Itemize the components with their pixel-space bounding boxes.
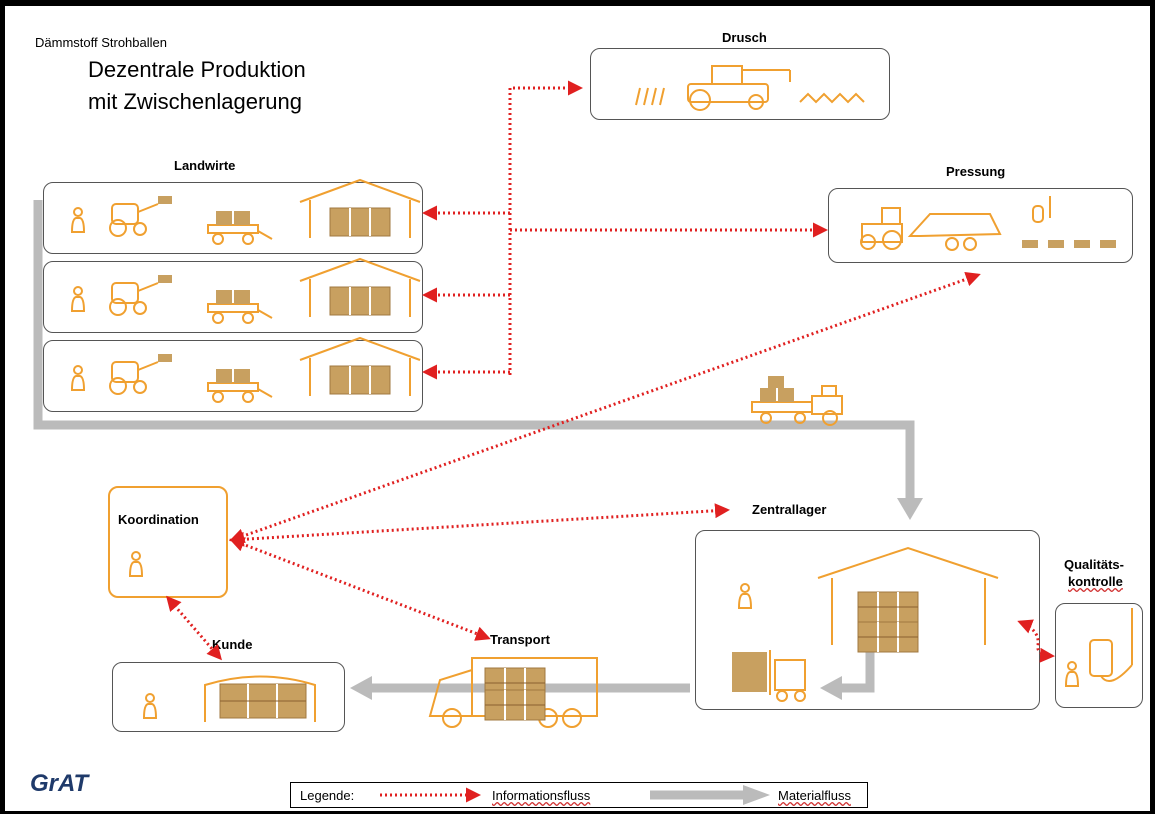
farmer-icon [71,207,85,233]
drusch-label: Drusch [722,30,767,45]
qualitaet-label-2: kontrolle [1068,574,1123,589]
barn-icon [299,337,421,397]
tractor-loader-icon [109,195,173,237]
farmer-icon [71,365,85,391]
warehouse-worker-icon [738,583,752,609]
title-line-1: Dezentrale Produktion [88,57,306,82]
legend-title: Legende: [300,788,355,803]
grain-icon [635,87,665,106]
qualitaet-label-1: Qualitäts- [1064,557,1124,572]
slide-subtitle: Dämmstoff Strohballen [35,35,167,50]
legend-box [290,782,868,808]
barn-icon [299,258,421,318]
baler-tractor-icon [860,207,1002,251]
truck-on-route-icon [751,376,843,426]
pressung-label: Pressung [946,164,1006,179]
material-flow-lines [33,200,915,693]
inspector-icon [1065,661,1079,687]
drusch-box [590,48,890,120]
title-line-2: mit Zwischenlagerung [88,89,302,114]
kunde-label: Kunde [212,637,253,652]
customer-building-icon [204,675,316,722]
legend-material-label: Materialfluss [778,788,851,803]
farmer-icon [71,286,85,312]
customer-icon [143,693,157,719]
tractor-loader-icon [109,274,173,316]
landwirt-row-1 [71,179,421,245]
landwirte-label: Landwirte [174,158,236,173]
pressung-box [828,188,1133,263]
forklift-icon [732,650,806,702]
legend-material-arrow [650,785,770,805]
koordination-label: Koordination [118,512,199,527]
landwirt-row-2 [71,258,421,324]
trailer-icon [207,210,273,245]
combine-harvester-icon [687,65,791,111]
measuring-device-icon [1089,608,1133,683]
grat-logo: GrAT [30,770,89,797]
truck-bales-icon [484,667,546,721]
trailer-icon [207,368,273,403]
moisture-probe-icon [1032,196,1051,223]
coordinator-icon [129,551,143,577]
transport-label: Transport [490,632,550,647]
customer-bales-icon-2 [219,683,307,719]
tractor-loader-icon [109,353,173,395]
kunde-box [112,662,345,732]
straw-bales-row-icon [1022,240,1116,248]
info-flow-lines [166,80,1055,663]
material-flow-arrowheads [350,498,923,700]
central-warehouse-icon [817,546,999,645]
straw-icon [799,92,865,104]
landwirt-row-3 [71,337,421,403]
warehouse-bales-icon [857,591,919,653]
qualitaetskontrolle-box [1055,603,1143,708]
barn-icon [299,179,421,239]
trailer-icon [207,289,273,324]
legend-info-label: Informationsfluss [492,788,591,803]
